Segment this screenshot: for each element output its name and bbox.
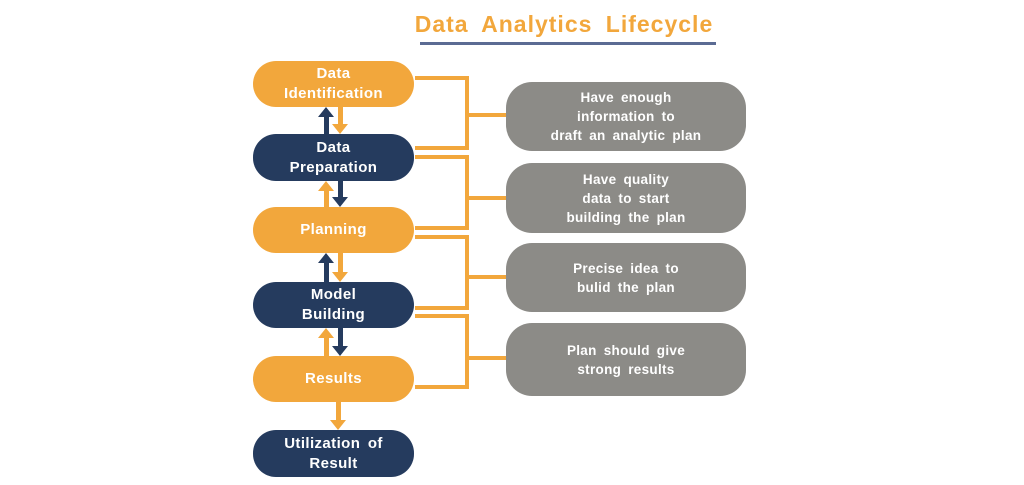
stage-utilization-of-result: Utilization of Result [253,430,414,477]
connector-line [465,113,506,117]
stage-model-building: Model Building [253,282,414,328]
connector-line [465,314,469,389]
up-arrow-icon [318,253,334,282]
connector-line [465,196,506,200]
connector-line [415,385,469,389]
stage-data-preparation: Data Preparation [253,134,414,181]
connector-line [415,155,469,159]
down-arrow-icon [332,107,348,134]
connector-line [465,275,506,279]
connector-line [465,356,506,360]
stage-data-identification: Data Identification [253,61,414,107]
connector-line [465,155,469,230]
down-arrow-icon [332,181,348,207]
up-arrow-icon [318,181,334,207]
note-precise-idea: Precise idea to bulid the plan [506,243,746,312]
note-quality-data: Have quality data to start building the … [506,163,746,233]
connector-line [415,76,469,80]
connector-line [415,226,469,230]
down-arrow-icon [330,402,346,430]
connector-line [415,314,469,318]
stage-planning: Planning [253,207,414,253]
note-draft-analytic-plan: Have enough information to draft an anal… [506,82,746,151]
down-arrow-icon [332,328,348,356]
connector-line [415,146,469,150]
up-arrow-icon [318,107,334,134]
connector-line [415,235,469,239]
page-title: Data Analytics Lifecycle [414,11,714,37]
connector-line [415,306,469,310]
stage-results: Results [253,356,414,402]
note-strong-results: Plan should give strong results [506,323,746,396]
title-underline [420,42,716,45]
up-arrow-icon [318,328,334,356]
connector-line [465,235,469,310]
down-arrow-icon [332,253,348,282]
